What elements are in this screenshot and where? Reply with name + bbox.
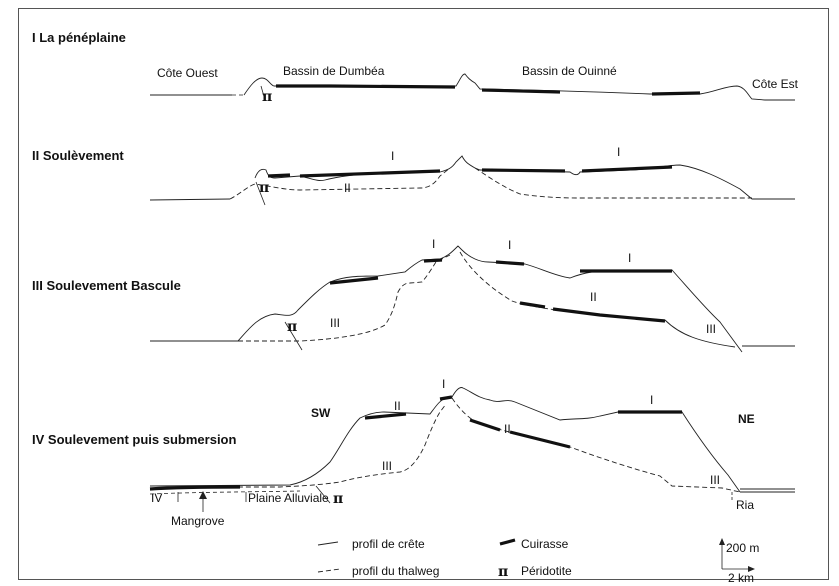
- legend-thalweg-swatch: [317, 568, 341, 573]
- p2-crest-profile: [149, 155, 795, 201]
- p4-label-iii-east: III: [710, 473, 720, 487]
- p2-peridotite-symbol: π: [259, 180, 269, 196]
- p4-label-iii-west: III: [382, 459, 392, 473]
- p4-cuirasse-4: [469, 418, 571, 449]
- p2-cuirasse-3: [481, 168, 566, 173]
- p4-label-ii-2: II: [504, 422, 511, 436]
- p3-label-ii: II: [590, 290, 597, 304]
- p3-east-slope: [664, 319, 736, 348]
- label-plaine-alluviale: Plaine Alluviale: [248, 491, 329, 505]
- label-sw: SW: [311, 406, 331, 420]
- legend-crest-label: profil de crête: [352, 537, 425, 551]
- p4-coastal-cuirasse: [149, 485, 241, 491]
- label-bassin-ouinne: Bassin de Ouinné: [522, 64, 617, 78]
- legend-thalweg-label: profil du thalweg: [352, 564, 439, 578]
- p4-label-ii-1: II: [394, 399, 401, 413]
- label-bassin-dumbea: Bassin de Dumbéa: [283, 64, 385, 78]
- scale-vertical-arrow-icon: [719, 538, 725, 545]
- p4-peridotite-symbol: π: [333, 491, 343, 507]
- legend-cuirasse-label: Cuirasse: [521, 537, 569, 551]
- p4-crest-profile: [149, 387, 741, 493]
- legend-peridotite-label: Péridotite: [521, 564, 572, 578]
- p3-cuirasse-5: [519, 301, 666, 323]
- p2-cuirasse-2: [299, 169, 441, 178]
- scale-vertical-label: 200 m: [726, 541, 759, 555]
- p3-peridotite-symbol: π: [287, 319, 297, 335]
- p2-label-ii: II: [344, 181, 351, 195]
- p1-cuirasse-2: [329, 84, 456, 89]
- p3-thalweg-profile: [238, 251, 666, 342]
- p3-label-iii-east: III: [706, 322, 716, 336]
- stage-2-title: II Soulèvement: [32, 148, 124, 163]
- p3-label-i-2: I: [508, 238, 511, 252]
- stage-4-title: IV Soulevement puis submersion: [32, 432, 236, 447]
- p3-cuirasse-1: [329, 276, 379, 285]
- p1-crest-profile: [150, 73, 795, 101]
- label-iv: IV: [151, 491, 162, 505]
- p3-label-i-3: I: [628, 251, 631, 265]
- p2-peridotite-contact: [255, 181, 266, 206]
- p4-peridotite-contact: [315, 485, 331, 504]
- scale-horizontal-arrow-icon: [748, 566, 755, 572]
- stage-3-title: III Soulevement Bascule: [32, 278, 181, 293]
- p4-cuirasse-2: [439, 395, 453, 401]
- p2-thalweg-profile: [229, 167, 752, 200]
- p1-cuirasse-3: [481, 88, 561, 94]
- p2-cuirasse-4: [581, 165, 673, 173]
- mangrove-arrow-icon: [199, 491, 207, 499]
- legend-cuirasse-swatch: [499, 538, 516, 546]
- p4-label-i-1: I: [442, 377, 445, 391]
- label-ne: NE: [738, 412, 755, 426]
- legend-crest-swatch: [317, 541, 339, 546]
- label-cote-est: Côte Est: [752, 77, 799, 91]
- p4-cuirasse-1: [364, 412, 407, 420]
- p3-cuirasse-3: [495, 260, 525, 266]
- p4-shore-dash: [149, 490, 301, 495]
- label-mangrove: Mangrove: [171, 514, 225, 528]
- p2-cuirasse-1: [267, 173, 291, 178]
- p3-crest-profile: [150, 245, 743, 353]
- p3-peridotite-contact: [284, 321, 303, 351]
- stage-1-title: I La pénéplaine: [32, 30, 126, 45]
- p3-cuirasse-2: [423, 258, 443, 263]
- p1-peridotite-symbol: π: [262, 89, 272, 105]
- legend-peridotite-symbol: π: [498, 564, 508, 580]
- p2-label-i-right: I: [617, 145, 620, 159]
- p3-label-i-1: I: [432, 237, 435, 251]
- p2-label-i-left: I: [391, 149, 394, 163]
- scale-horizontal-label: 2 km: [728, 571, 754, 585]
- p3-label-iii-west: III: [330, 316, 340, 330]
- p4-label-i-2: I: [650, 393, 653, 407]
- label-ria: Ria: [736, 498, 754, 512]
- label-cote-ouest: Côte Ouest: [157, 66, 218, 80]
- p1-cuirasse-4: [651, 91, 701, 96]
- p1-peridotite-contact: [260, 85, 266, 101]
